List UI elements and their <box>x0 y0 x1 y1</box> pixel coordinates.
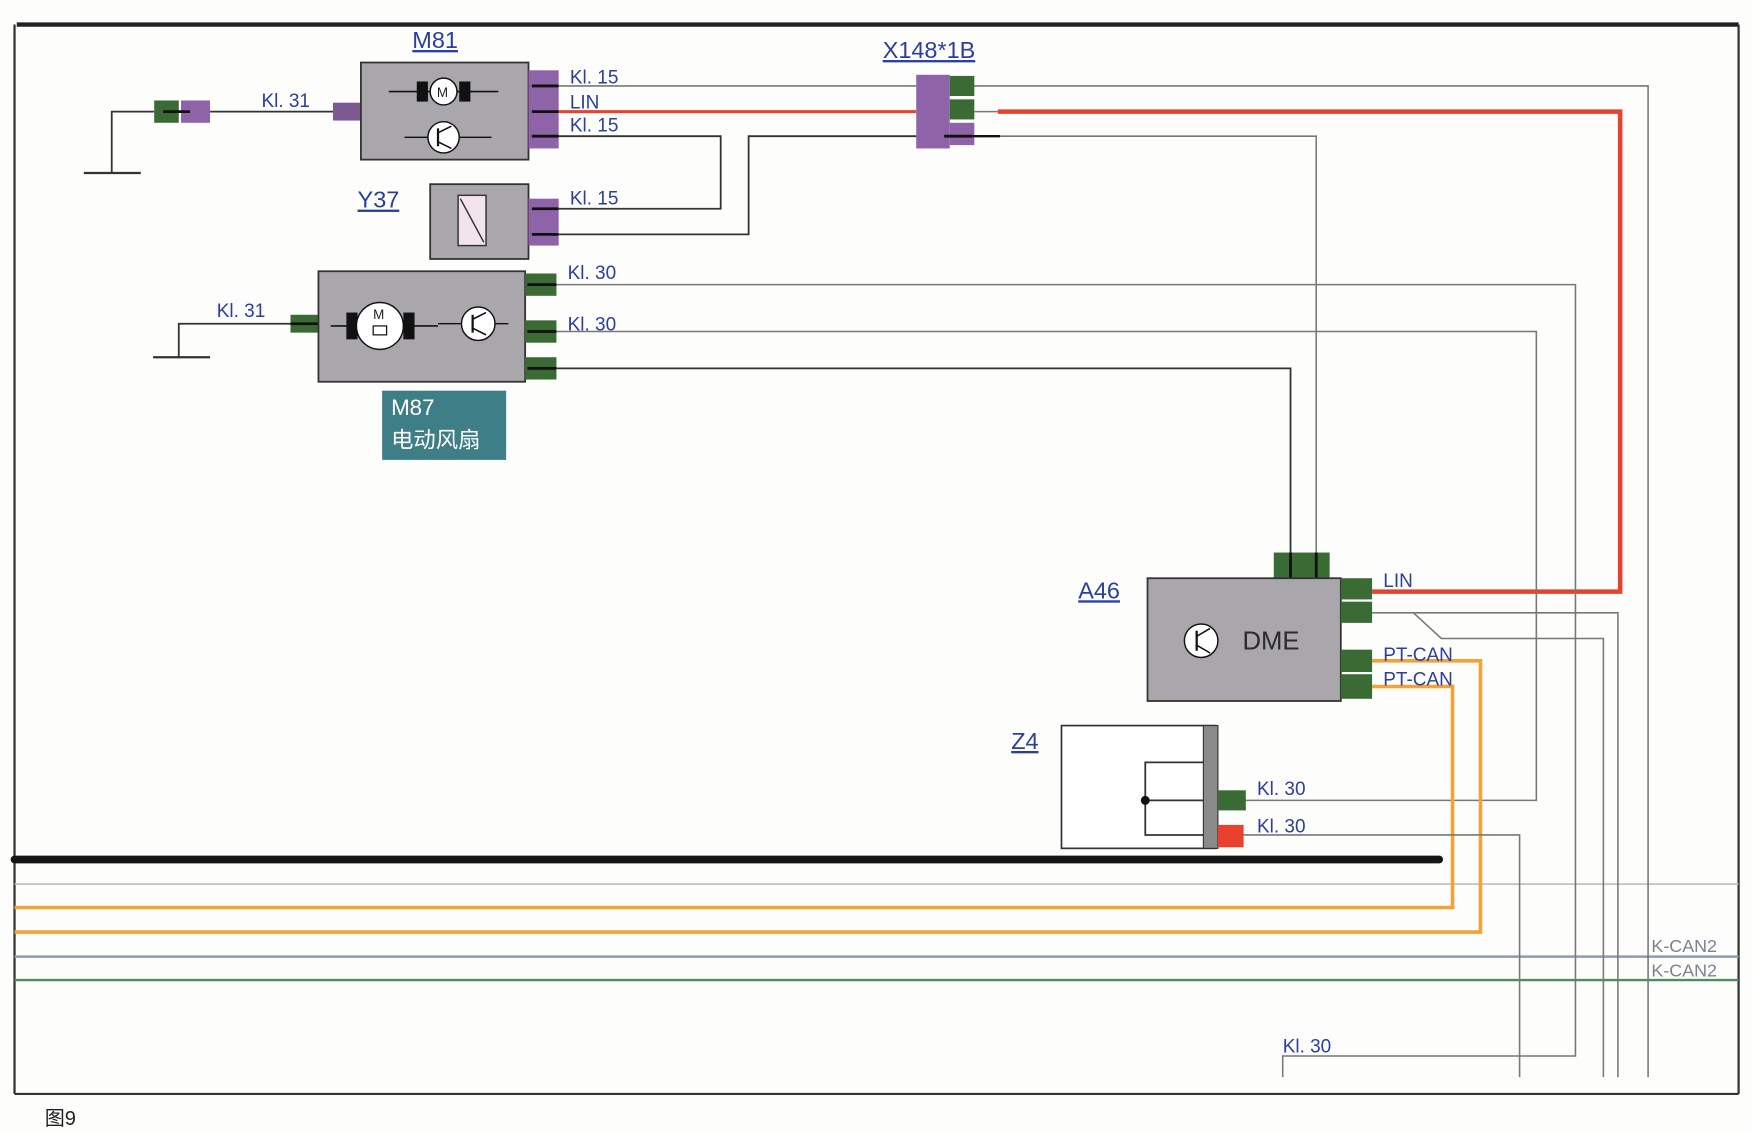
z4-pin-1 <box>1217 790 1246 811</box>
m81-motor-letter: M <box>437 85 448 100</box>
component-y37: Y37 <box>358 183 559 260</box>
z4-label: Z4 <box>1011 728 1038 754</box>
y37-label: Y37 <box>358 187 400 213</box>
bus-lines: K-CAN2 K-CAN2 <box>10 855 1739 982</box>
ground-wire-m87 <box>177 322 291 358</box>
wire-kl15-to-right <box>972 85 1649 1078</box>
label-m81-kl15-top: Kl. 15 <box>570 68 619 89</box>
m87-transistor-collector <box>472 311 487 320</box>
label-bottom-kl30: Kl. 30 <box>1283 1037 1332 1058</box>
label-z4-kl30-2: Kl. 30 <box>1257 817 1306 838</box>
label-a46-ptcan-2: PT-CAN <box>1383 669 1453 690</box>
x148-label: X148*1B <box>883 37 976 63</box>
label-a46-ptcan-1: PT-CAN <box>1383 645 1453 666</box>
a46-dme-label: DME <box>1242 628 1299 656</box>
ground-symbol-m81 <box>83 110 155 175</box>
m81-left-pin <box>332 102 361 121</box>
m87-tag <box>382 390 507 460</box>
y37-pin-block <box>528 198 559 246</box>
y37-coil-diagonal <box>459 198 485 243</box>
a46-transistor-collector <box>1196 627 1211 637</box>
m81-transistor-icon <box>427 120 460 154</box>
label-m81-kl31: Kl. 31 <box>261 91 310 112</box>
label-y37-kl15: Kl. 15 <box>570 188 619 209</box>
m81-label: M81 <box>412 27 458 53</box>
x148-pin-3 <box>949 122 975 146</box>
label-m81-lin: LIN <box>570 92 600 113</box>
component-m81: M81 M <box>332 27 559 161</box>
x148-pin-2 <box>949 99 975 120</box>
m81-motor-brush-right <box>459 81 471 102</box>
m81-transistor-emitter <box>437 141 452 150</box>
kcan2-label-2: K-CAN2 <box>1651 961 1717 981</box>
kcan2-label-1: K-CAN2 <box>1651 936 1717 956</box>
z4-junction-dot <box>1140 795 1150 805</box>
m81-motor-brush-left <box>416 81 428 102</box>
wire-m81-kl15-bottom <box>558 135 722 210</box>
m87-motor-letter: M <box>373 307 384 322</box>
z4-bar <box>1202 725 1219 849</box>
component-m87: M M87 电动风扇 <box>290 270 557 460</box>
component-a46: A46 DME <box>1078 552 1373 702</box>
figure-caption: 图9 <box>45 1108 76 1130</box>
a46-label: A46 <box>1078 577 1120 603</box>
label-m87-kl30-top: Kl. 30 <box>568 263 617 284</box>
ground-symbol-m87 <box>153 322 291 359</box>
wire-z4-kl30-2 <box>1243 834 1521 1078</box>
wire-x148-to-a46 <box>1000 135 1318 553</box>
a46-pin-2 <box>1340 601 1373 623</box>
wire-a46-ptcan-1 <box>14 659 1483 934</box>
a46-pin-ptcan-2 <box>1340 674 1373 699</box>
a46-top-pins <box>1273 552 1330 579</box>
x148-pin-1 <box>949 75 975 96</box>
a46-pin-ptcan-1 <box>1340 649 1373 672</box>
z4-box <box>1060 724 1217 850</box>
a46-box <box>1146 577 1342 702</box>
wire-a46-pin2 <box>1372 612 1619 1078</box>
m87-label: M87 <box>391 395 434 420</box>
wire-lin-main <box>997 109 1623 594</box>
m87-name: 电动风扇 <box>391 428 480 453</box>
inline-connector-kl31 <box>154 100 211 123</box>
a46-transistor-icon <box>1183 623 1219 659</box>
a46-transistor-emitter <box>1196 644 1211 654</box>
m87-transistor-emitter <box>472 327 487 336</box>
label-a46-lin: LIN <box>1383 571 1413 592</box>
z4-pin-2 <box>1217 824 1244 848</box>
m87-motor-relay-glyph <box>372 325 388 336</box>
m81-motor-icon <box>429 77 458 106</box>
m87-motor-brush-left <box>346 312 358 340</box>
m87-motor-brush-right <box>403 312 415 340</box>
wire-m87-to-a46 <box>556 367 1292 553</box>
ground-wire-m81 <box>110 110 155 174</box>
label-z4-kl30-1: Kl. 30 <box>1257 779 1306 800</box>
wire-m87-kl30-top <box>556 283 1577 1078</box>
wire-x148-to-y37 <box>558 135 917 236</box>
component-z4: Z4 <box>1011 724 1246 850</box>
label-m87-kl30-mid: Kl. 30 <box>568 314 617 335</box>
a46-pin-lin <box>1340 578 1373 600</box>
inline-connector-purple <box>181 100 211 123</box>
label-m81-kl15-bottom: Kl. 15 <box>570 116 619 137</box>
label-m87-kl31: Kl. 31 <box>217 301 266 322</box>
diagram-frame <box>13 22 1740 1096</box>
m81-transistor-collector <box>437 125 452 134</box>
m87-transistor-icon <box>460 306 496 342</box>
wire-m87-kl30-mid <box>556 330 1538 802</box>
wire-a46-branch <box>1412 612 1605 1078</box>
connector-x148: X148*1B <box>883 37 976 149</box>
wire-a46-ptcan-2 <box>14 684 1455 910</box>
